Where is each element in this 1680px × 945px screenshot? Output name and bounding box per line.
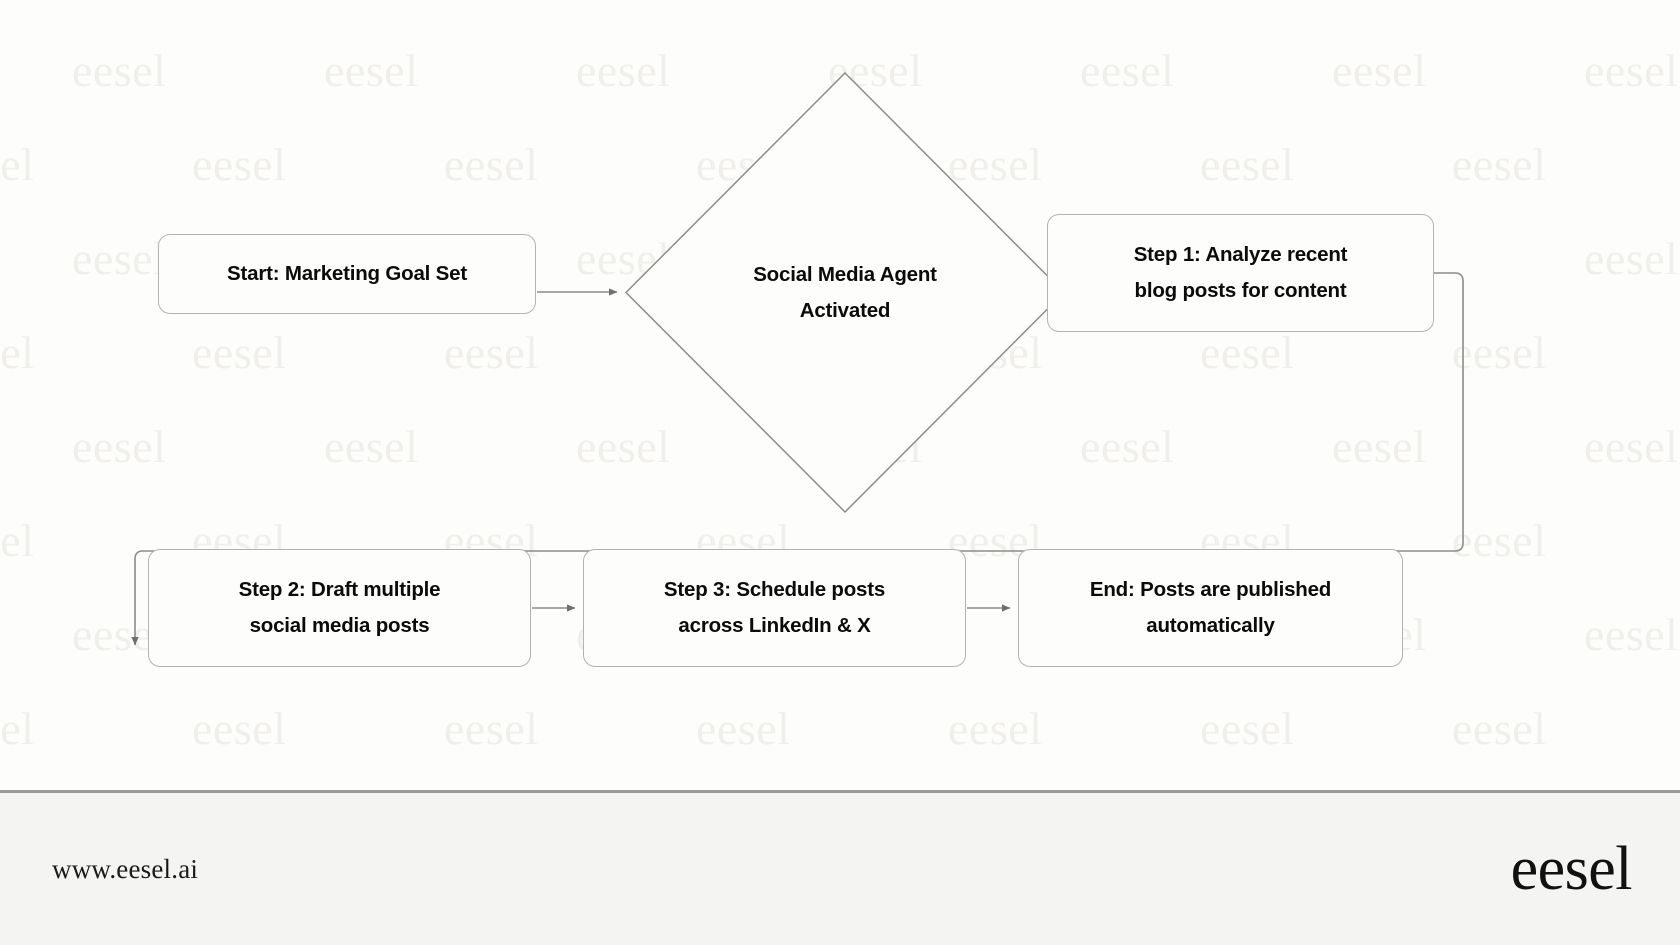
node-step1-label: Step 1: Analyze recent blog posts for co…	[1133, 243, 1348, 302]
flowchart-canvas: Start: Marketing Goal Set Social Media A…	[131, 72, 1464, 667]
node-start-label: Start: Marketing Goal Set	[227, 262, 467, 286]
node-end-label: End: Posts are published automatically	[1089, 578, 1332, 637]
node-decision[interactable]: Social Media Agent Activated	[625, 72, 1065, 513]
edge-step1-to-step2	[131, 272, 1464, 646]
eesel-logo: eesel	[1510, 835, 1633, 903]
node-start[interactable]: Start: Marketing Goal Set	[158, 234, 536, 314]
footer-bar: www.eesel.ai eesel	[0, 790, 1680, 945]
node-step2-label: Step 2: Draft multiple social media post…	[238, 578, 441, 637]
node-step2[interactable]: Step 2: Draft multiple social media post…	[148, 549, 531, 667]
footer-website-url[interactable]: www.eesel.ai	[52, 853, 199, 884]
node-step3[interactable]: Step 3: Schedule posts across LinkedIn &…	[583, 549, 966, 667]
node-step1[interactable]: Step 1: Analyze recent blog posts for co…	[1047, 214, 1434, 332]
diamond-shape	[625, 72, 1065, 513]
node-end[interactable]: End: Posts are published automatically	[1018, 549, 1403, 667]
node-step3-label: Step 3: Schedule posts across LinkedIn &…	[663, 578, 886, 637]
node-decision-label: Social Media Agent Activated	[753, 262, 937, 322]
